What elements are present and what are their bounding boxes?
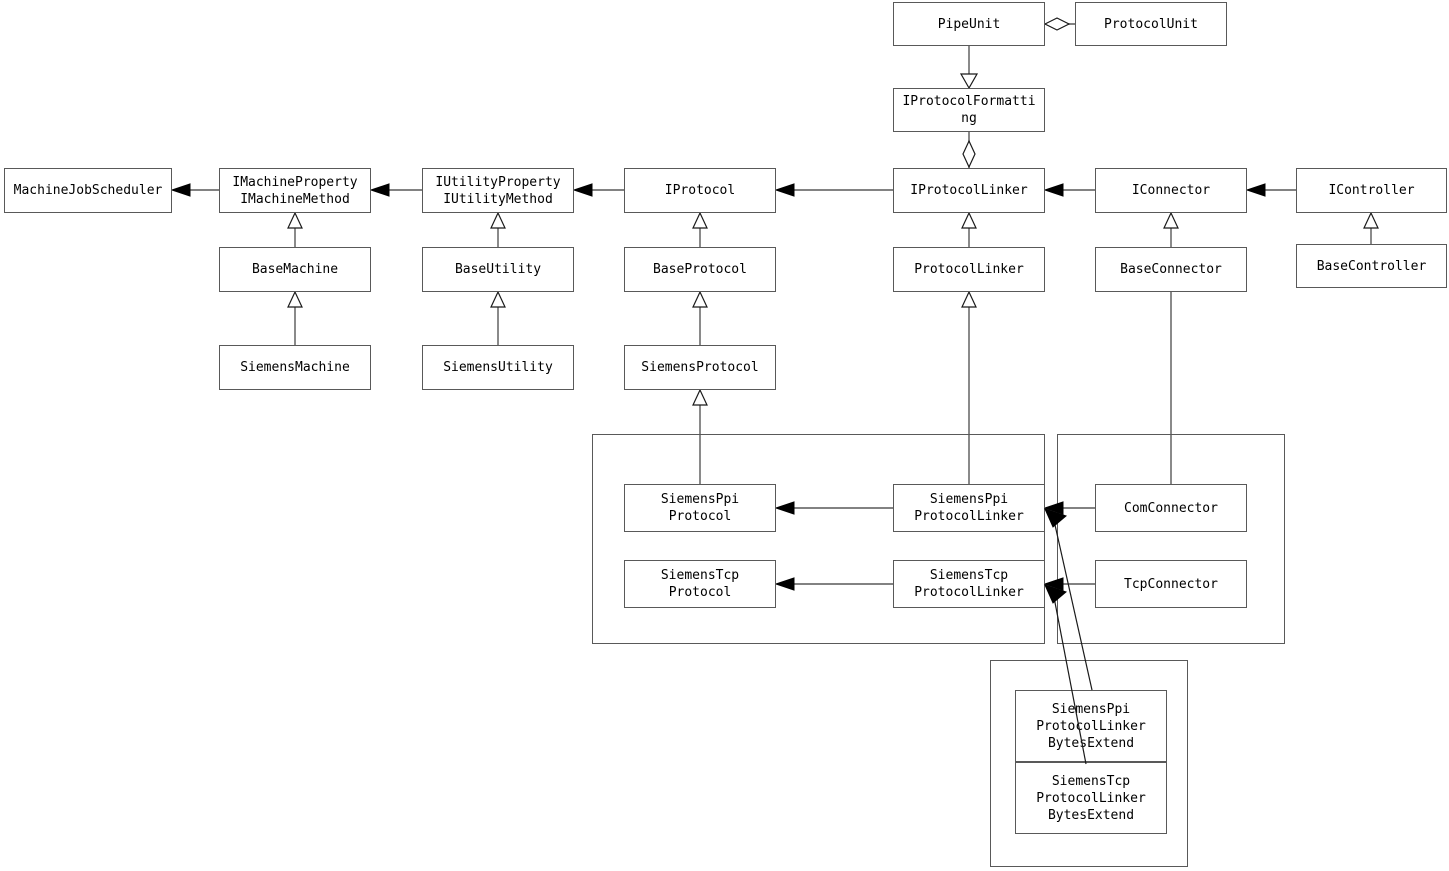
class-box-com-connector[interactable]: ComConnector	[1095, 484, 1247, 532]
class-box-siemens-machine[interactable]: SiemensMachine	[219, 345, 371, 390]
class-box-icontroller[interactable]: IController	[1296, 168, 1447, 213]
inheritance-triangle-basemachine	[287, 290, 303, 308]
class-box-iconnector[interactable]: IConnector	[1095, 168, 1247, 213]
class-box-protocol-linker[interactable]: ProtocolLinker	[893, 247, 1045, 292]
class-box-protocol-unit[interactable]: ProtocolUnit	[1075, 2, 1227, 46]
arrowhead-siemensppilinker	[1043, 501, 1064, 515]
arrowhead-siemensppiprotocol	[774, 501, 795, 515]
arrowhead-iconnector	[1245, 183, 1266, 197]
class-box-pipe-unit[interactable]: PipeUnit	[893, 2, 1045, 46]
edge-tcpbytes-tcplinker	[1052, 591, 1087, 765]
arrowhead-tcpbytes-tcplinker	[1044, 584, 1068, 604]
class-box-tcp-connector[interactable]: TcpConnector	[1095, 560, 1247, 608]
aggregation-diamond-iprotocollinker	[962, 139, 976, 169]
class-box-siemens-ppi-bytes-extend[interactable]: SiemensPpi ProtocolLinker BytesExtend	[1015, 690, 1167, 762]
class-box-iutility-property[interactable]: IUtilityProperty IUtilityMethod	[422, 168, 574, 213]
class-box-siemens-utility[interactable]: SiemensUtility	[422, 345, 574, 390]
class-box-machine-job-scheduler[interactable]: MachineJobScheduler	[4, 168, 172, 213]
class-box-siemens-tcp-bytes-extend[interactable]: SiemensTcp ProtocolLinker BytesExtend	[1015, 762, 1167, 834]
class-box-base-controller[interactable]: BaseController	[1296, 244, 1447, 288]
inheritance-triangle-icontroller	[1363, 211, 1379, 229]
inheritance-triangle-iprotocollinker-b	[961, 211, 977, 229]
arrowhead-iutility	[572, 183, 593, 197]
arrowhead-imachine	[369, 183, 390, 197]
inheritance-triangle-siemensprotocol	[692, 388, 708, 406]
realization-triangle-iprotocolformatting	[959, 73, 979, 90]
class-box-iprotocol-formatting[interactable]: IProtocolFormatti ng	[893, 88, 1045, 132]
class-box-siemens-ppi-linker[interactable]: SiemensPpi ProtocolLinker	[893, 484, 1045, 532]
arrowhead-iprotocol	[774, 183, 795, 197]
class-box-base-protocol[interactable]: BaseProtocol	[624, 247, 776, 292]
class-box-imachine-property[interactable]: IMachineProperty IMachineMethod	[219, 168, 371, 213]
inheritance-triangle-baseprotocol	[692, 290, 708, 308]
class-box-iprotocol[interactable]: IProtocol	[624, 168, 776, 213]
aggregation-diamond-pipeunit	[1043, 17, 1071, 31]
edge-ppibytes-ppilinker	[1052, 515, 1093, 691]
class-box-base-connector[interactable]: BaseConnector	[1095, 247, 1247, 292]
inheritance-triangle-iconnector	[1163, 211, 1179, 229]
arrowhead-siemenstcplinker	[1043, 577, 1064, 591]
arrowhead-machinejobscheduler	[170, 183, 191, 197]
class-box-siemens-ppi-protocol[interactable]: SiemensPpi Protocol	[624, 484, 776, 532]
class-box-siemens-tcp-linker[interactable]: SiemensTcp ProtocolLinker	[893, 560, 1045, 608]
inheritance-triangle-iutility	[490, 211, 506, 229]
inheritance-triangle-imachine	[287, 211, 303, 229]
arrowhead-ppibytes-ppilinker	[1044, 508, 1068, 528]
group-frame-siemens-protocol	[592, 434, 1045, 644]
group-frame-bytes-extend	[990, 660, 1188, 867]
inheritance-triangle-iprotocol	[692, 211, 708, 229]
class-box-base-utility[interactable]: BaseUtility	[422, 247, 574, 292]
class-box-iprotocol-linker[interactable]: IProtocolLinker	[893, 168, 1045, 213]
inheritance-triangle-protocollinker	[961, 290, 977, 308]
class-box-siemens-tcp-protocol[interactable]: SiemensTcp Protocol	[624, 560, 776, 608]
class-box-siemens-protocol[interactable]: SiemensProtocol	[624, 345, 776, 390]
class-box-base-machine[interactable]: BaseMachine	[219, 247, 371, 292]
arrowhead-iprotocollinker	[1043, 183, 1064, 197]
inheritance-triangle-baseutility	[490, 290, 506, 308]
arrowhead-siemenstcpprotocol	[774, 577, 795, 591]
